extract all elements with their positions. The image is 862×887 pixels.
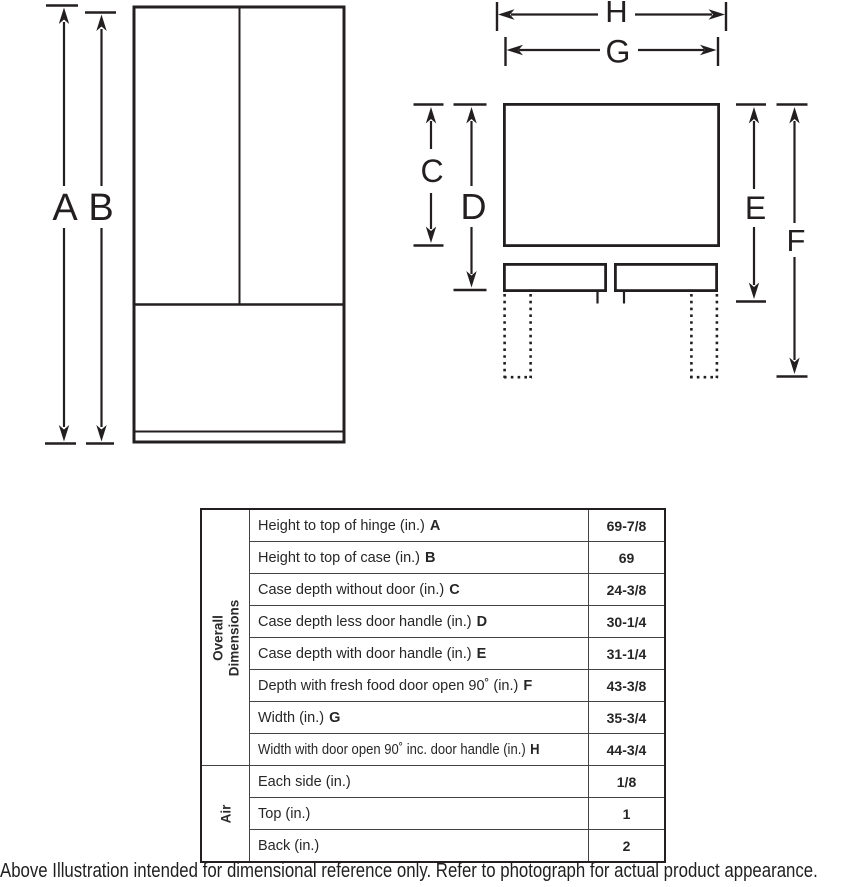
dim-label-d: D <box>461 186 487 227</box>
dimensions-table: Overall Dimensions Height to top of hing… <box>200 508 666 863</box>
row-value: 44-3/4 <box>588 733 666 766</box>
arrowhead-right-icon <box>700 44 717 56</box>
arrowhead-left-icon <box>506 44 523 56</box>
row-label: Case depth less door handle (in.)D <box>249 605 589 638</box>
row-value: 69-7/8 <box>588 508 666 542</box>
section-header-overall-dimensions: Overall Dimensions <box>200 508 250 766</box>
section-header-air: Air <box>200 765 250 863</box>
row-label: Height to top of hinge (in.)A <box>249 508 589 542</box>
dim-label-g: G <box>606 34 631 70</box>
row-label: Width with door open 90˚ inc. door handl… <box>249 733 589 766</box>
arrowhead-up-icon <box>789 107 800 124</box>
row-label: Case depth without door (in.)C <box>249 573 589 606</box>
section-label-line: Overall <box>210 614 225 661</box>
dim-label-f: F <box>787 223 806 258</box>
row-label: Case depth with door handle (in.)E <box>249 637 589 670</box>
row-value: 2 <box>588 829 666 863</box>
dimension-arrow-h: H <box>495 0 728 31</box>
dim-label-e: E <box>745 190 766 226</box>
row-value: 31-1/4 <box>588 637 666 670</box>
arrowhead-right-icon <box>708 9 725 20</box>
dimension-arrow-a: A <box>45 4 78 445</box>
caption-text: Above Illustration intended for dimensio… <box>0 860 818 882</box>
section-label-line: Dimensions <box>225 599 241 676</box>
dim-label-a: A <box>52 187 78 229</box>
dimension-arrow-f: F <box>776 103 808 378</box>
arrowhead-up-icon <box>748 107 760 124</box>
fridge-doors-top-view <box>503 262 718 304</box>
arrowhead-up-icon <box>425 107 437 124</box>
arrowhead-down-icon <box>466 271 477 288</box>
arrowhead-down-icon <box>425 226 437 243</box>
arrowhead-down-icon <box>96 425 107 442</box>
dim-label-c: C <box>420 153 443 189</box>
row-label: Each side (in.) <box>249 765 589 798</box>
dim-label-h: H <box>605 0 627 29</box>
row-value: 1/8 <box>588 765 666 798</box>
fridge-cabinet <box>132 5 346 444</box>
row-label: Depth with fresh food door open 90˚ (in.… <box>249 669 589 702</box>
door-open-swing-dotted <box>503 294 719 379</box>
arrowhead-down-icon <box>748 282 760 299</box>
row-label: Width (in.)G <box>249 701 589 734</box>
row-value: 69 <box>588 541 666 574</box>
dimension-arrow-b: B <box>85 11 116 445</box>
row-value: 30-1/4 <box>588 605 666 638</box>
dim-label-b: B <box>88 187 113 229</box>
left-door-top-view <box>503 262 607 292</box>
right-door-top-view <box>613 262 718 292</box>
dimension-arrow-g: G <box>504 34 720 70</box>
dimension-arrow-d: D <box>453 103 487 292</box>
row-value: 43-3/8 <box>588 669 666 702</box>
dimension-arrow-c: C <box>413 103 444 247</box>
arrowhead-up-icon <box>466 107 477 124</box>
row-label: Back (in.) <box>249 829 589 863</box>
arrowhead-down-icon <box>789 357 800 374</box>
row-label: Top (in.) <box>249 797 589 830</box>
arrowhead-up-icon <box>96 14 107 31</box>
fridge-top-view-diagram: H G C D <box>413 0 808 379</box>
row-value: 24-3/8 <box>588 573 666 606</box>
arrowhead-left-icon <box>498 9 515 20</box>
fridge-case-top-view <box>503 103 720 247</box>
row-value: 35-3/4 <box>588 701 666 734</box>
arrowhead-down-icon <box>58 425 70 442</box>
row-label: Height to top of case (in.)B <box>249 541 589 574</box>
arrowhead-up-icon <box>58 7 70 24</box>
fridge-front-view-diagram: A B <box>45 4 346 445</box>
dimension-arrow-e: E <box>736 103 766 303</box>
caption: Above Illustration intended for dimensio… <box>0 858 862 884</box>
fridge-front-outline <box>132 5 346 444</box>
section-label-line: Air <box>217 804 233 823</box>
row-value: 1 <box>588 797 666 830</box>
